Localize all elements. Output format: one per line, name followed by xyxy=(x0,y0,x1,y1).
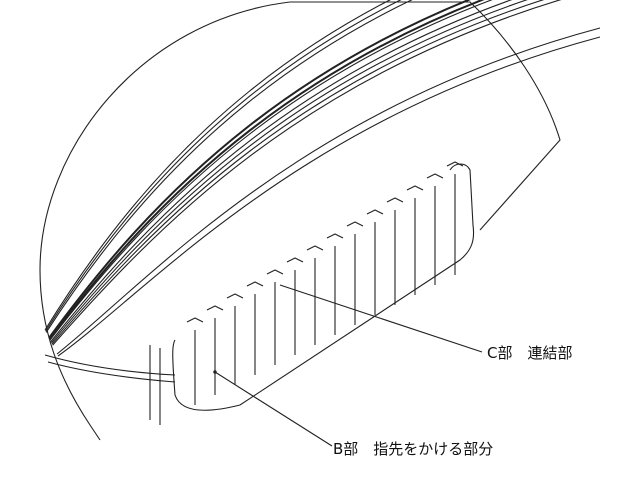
connector-notch xyxy=(206,305,224,311)
connector-notch xyxy=(306,245,324,251)
label-c-part: C部 連結部 xyxy=(487,344,573,362)
connector-notch xyxy=(386,197,404,203)
ring-line xyxy=(48,0,485,340)
tab-body xyxy=(172,163,475,411)
concentric-rings xyxy=(44,0,601,357)
ring-line xyxy=(44,0,391,331)
leader-b xyxy=(214,371,333,447)
connector-notch xyxy=(426,173,444,179)
connector-notch xyxy=(406,185,424,191)
connector-notch xyxy=(326,233,344,239)
ring-line xyxy=(50,0,529,344)
outer-outline xyxy=(39,1,561,441)
ring-line xyxy=(49,0,493,341)
ring-line xyxy=(45,0,402,332)
ring-line xyxy=(50,0,513,342)
connector-notch xyxy=(446,161,464,167)
connector-notch xyxy=(226,293,244,299)
connector-notch xyxy=(266,269,284,275)
rim-side xyxy=(149,345,161,425)
connector-notch xyxy=(286,257,304,263)
leader-c xyxy=(279,284,483,353)
connector-notch xyxy=(346,221,364,227)
ring-line xyxy=(56,27,601,355)
connector-notch xyxy=(246,281,264,287)
ring-line xyxy=(48,0,471,339)
rim-lower-2 xyxy=(47,361,176,383)
connector-notch xyxy=(186,317,204,323)
ring-line xyxy=(51,0,545,345)
ring-line xyxy=(57,36,601,357)
leader-b-dot xyxy=(213,370,217,374)
ring-line xyxy=(45,0,413,333)
label-b-part: B部 指先をかける部分 xyxy=(333,440,494,458)
ring-line xyxy=(52,0,562,346)
tab-ridges xyxy=(186,161,464,405)
rim-lower xyxy=(44,354,176,376)
connector-notch xyxy=(366,209,384,215)
